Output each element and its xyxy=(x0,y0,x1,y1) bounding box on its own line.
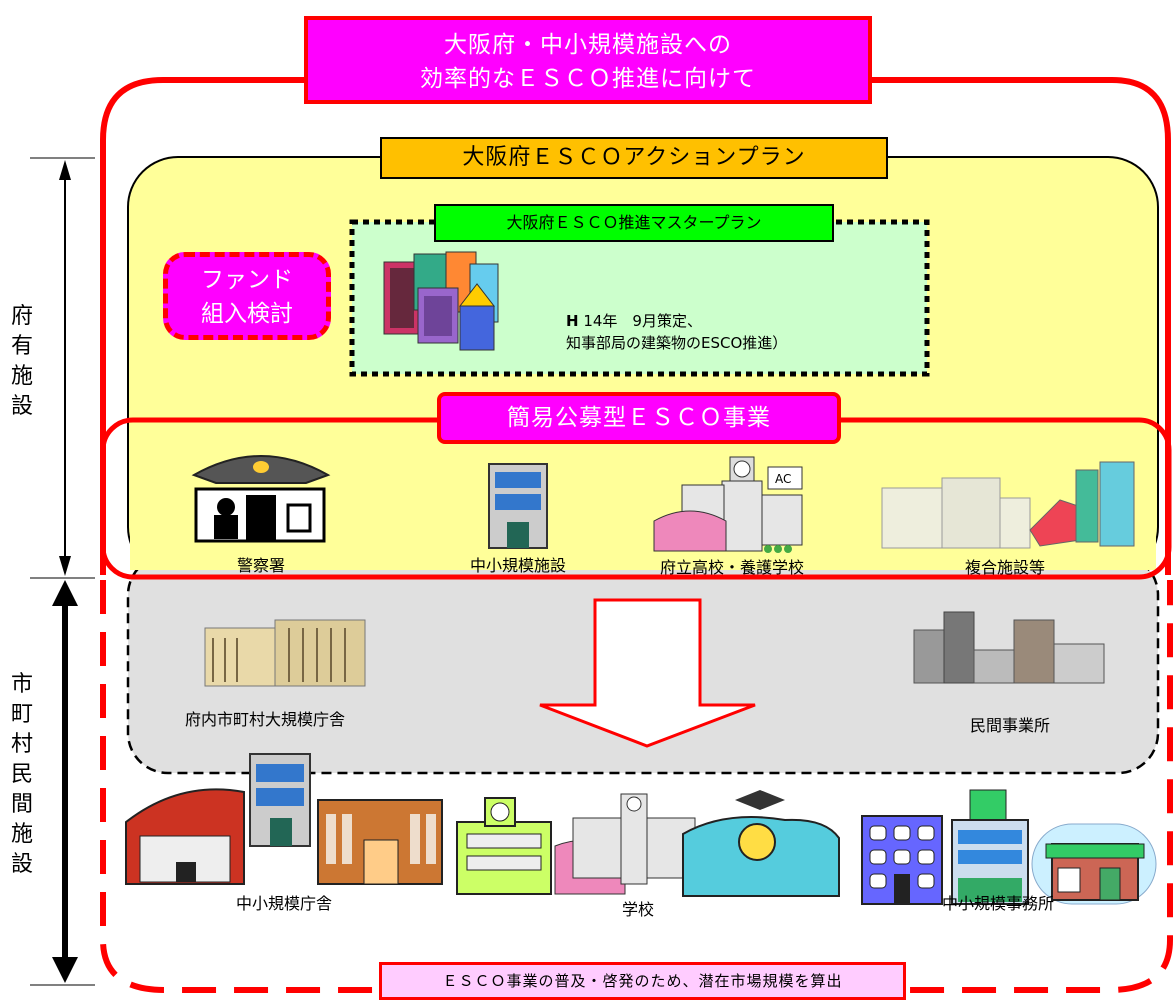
footer-banner: ＥＳＣＯ事業の普及・啓発のため、潜在市場規模を算出 xyxy=(379,962,906,1000)
side-char: 施 xyxy=(10,364,33,389)
private-office-icon xyxy=(913,611,1105,684)
small-facility-icon xyxy=(488,463,548,549)
fund-line-1: ファンド xyxy=(201,267,293,293)
private-office-label: 民間事業所 xyxy=(969,716,1050,735)
action-plan-label: 大阪府ＥＳＣＯアクションプラン xyxy=(462,145,806,170)
side-char: 間 xyxy=(10,792,33,817)
fund-box: ファンド 組入検討 xyxy=(163,252,331,340)
side-char: 設 xyxy=(10,394,33,419)
side-char: 府 xyxy=(10,304,33,329)
police-station-icon xyxy=(191,455,331,543)
master-plan-note-line-2: 知事部局の建築物のESCO推進） xyxy=(566,334,788,352)
schools-icon xyxy=(456,790,840,897)
action-plan-banner: 大阪府ＥＳＣＯアクションプラン xyxy=(380,137,888,179)
bottom-gov-label: 中小規模庁舎 xyxy=(236,894,333,913)
svg-text:AC: AC xyxy=(775,472,791,486)
small-government-buildings-icon xyxy=(125,753,443,885)
title-line-2: 効率的なＥＳＣＯ推進に向けて xyxy=(420,66,756,92)
municipal-label: 府内市町村大規模庁舎 xyxy=(185,710,346,729)
side-char: 有 xyxy=(10,334,33,359)
master-plan-note-bold: H xyxy=(566,312,579,330)
side-label-municipal-private: 市 町 村 民 間 施 設 xyxy=(8,670,36,880)
side-char: 設 xyxy=(10,852,33,877)
fund-line-2: 組入検討 xyxy=(201,301,293,327)
school-label: 府立高校・養護学校 xyxy=(659,558,804,577)
police-station-label: 警察署 xyxy=(236,556,285,575)
bottom-office-label: 中小規模事務所 xyxy=(941,894,1054,913)
office-buildings-icon xyxy=(383,251,499,351)
side-char: 村 xyxy=(10,732,33,757)
simple-esco-banner: 簡易公募型ＥＳＣＯ事業 xyxy=(437,392,841,444)
master-plan-banner: 大阪府ＥＳＣＯ推進マスタープラン xyxy=(434,204,834,242)
side-char: 市 xyxy=(10,672,33,697)
dashed-red-frame xyxy=(100,580,1173,993)
master-plan-note-line-1: H 14年 9月策定、 xyxy=(566,310,702,331)
simple-esco-label: 簡易公募型ＥＳＣＯ事業 xyxy=(507,405,771,431)
bottom-school-label: 学校 xyxy=(621,900,654,919)
complex-facilities-icon xyxy=(881,461,1135,549)
small-offices-icon xyxy=(861,789,1157,905)
side-label-prefectural: 府 有 施 設 xyxy=(8,302,36,422)
school-icon: AC xyxy=(653,456,803,553)
title-banner: 大阪府・中小規模施設への 効率的なＥＳＣＯ推進に向けて xyxy=(304,16,872,104)
title-line-1: 大阪府・中小規模施設への xyxy=(444,32,732,58)
municipal-building-icon xyxy=(204,619,366,687)
footer-label: ＥＳＣＯ事業の普及・啓発のため、潜在市場規模を算出 xyxy=(442,972,843,990)
side-char: 町 xyxy=(10,702,33,727)
small-facility-label: 中小規模施設 xyxy=(469,556,566,575)
master-plan-note-rest: 14年 9月策定、 xyxy=(578,312,702,330)
complex-facilities-label: 複合施設等 xyxy=(964,558,1045,577)
side-char: 民 xyxy=(10,762,33,787)
master-plan-label: 大阪府ＥＳＣＯ推進マスタープラン xyxy=(506,213,762,232)
down-arrow xyxy=(539,598,756,748)
side-char: 施 xyxy=(10,822,33,847)
